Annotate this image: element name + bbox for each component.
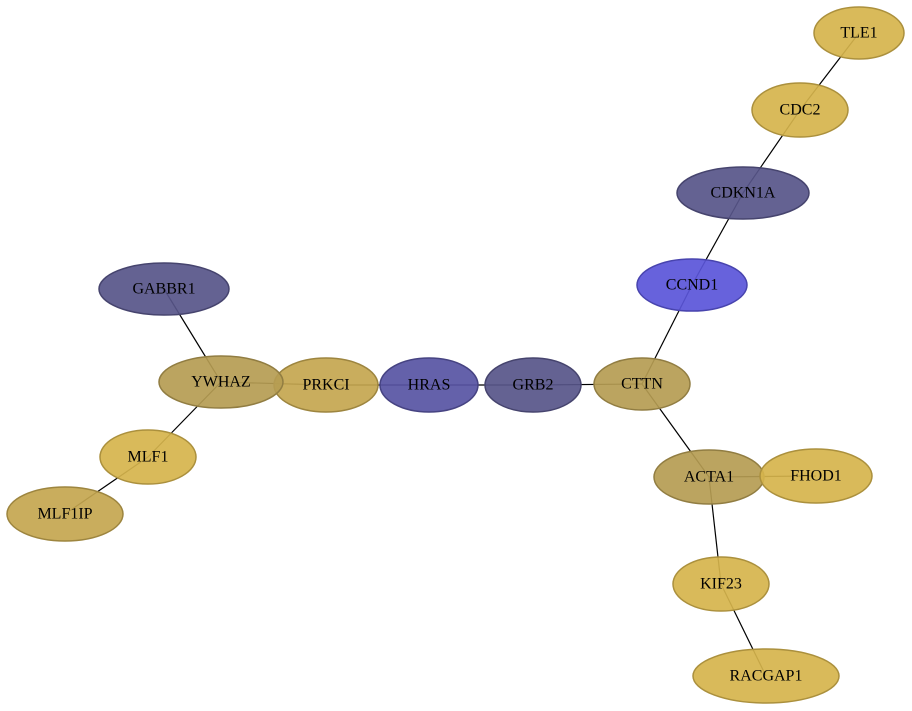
node-ellipse-kif23[interactable] [672,556,770,612]
node-grb2[interactable]: GRB2 [484,357,582,413]
node-ellipse-cdkn1a[interactable] [676,166,810,220]
node-label-cdkn1a: CDKN1A [711,185,776,202]
node-fhod1[interactable]: FHOD1 [759,448,873,504]
node-label-grb2: GRB2 [513,377,554,394]
node-ellipse-ywhaz[interactable] [158,355,284,409]
node-ellipse-gabbr1[interactable] [98,262,230,316]
node-label-prkci: PRKCI [302,377,349,394]
node-label-fhod1: FHOD1 [790,468,842,485]
node-ellipse-cttn[interactable] [593,357,691,411]
node-cttn[interactable]: CTTN [593,357,691,411]
node-cdkn1a[interactable]: CDKN1A [676,166,810,220]
node-mlf1[interactable]: MLF1 [99,429,197,485]
node-label-mlf1ip: MLF1IP [37,506,92,523]
node-ywhaz[interactable]: YWHAZ [158,355,284,409]
node-cdc2[interactable]: CDC2 [751,82,849,138]
node-kif23[interactable]: KIF23 [672,556,770,612]
node-tle1[interactable]: TLE1 [813,6,905,60]
node-prkci[interactable]: PRKCI [273,357,379,413]
node-label-cttn: CTTN [621,376,663,393]
node-ellipse-mlf1ip[interactable] [6,486,124,542]
node-ellipse-cdc2[interactable] [751,82,849,138]
node-ellipse-fhod1[interactable] [759,448,873,504]
node-ellipse-hras[interactable] [379,357,479,413]
node-label-hras: HRAS [408,377,451,394]
node-hras[interactable]: HRAS [379,357,479,413]
node-ccnd1[interactable]: CCND1 [636,258,748,312]
node-gabbr1[interactable]: GABBR1 [98,262,230,316]
node-ellipse-ccnd1[interactable] [636,258,748,312]
node-label-mlf1: MLF1 [128,449,169,466]
node-label-tle1: TLE1 [840,25,877,42]
node-label-cdc2: CDC2 [780,102,821,119]
node-ellipse-grb2[interactable] [484,357,582,413]
node-ellipse-tle1[interactable] [813,6,905,60]
node-label-racgap1: RACGAP1 [730,668,803,685]
node-label-gabbr1: GABBR1 [132,281,195,298]
node-ellipse-racgap1[interactable] [692,648,840,704]
node-acta1[interactable]: ACTA1 [653,449,765,505]
node-ellipse-mlf1[interactable] [99,429,197,485]
node-label-ccnd1: CCND1 [666,277,718,294]
node-label-ywhaz: YWHAZ [191,374,251,391]
node-label-acta1: ACTA1 [684,469,734,486]
node-mlf1ip[interactable]: MLF1IP [6,486,124,542]
node-label-kif23: KIF23 [700,576,742,593]
node-racgap1[interactable]: RACGAP1 [692,648,840,704]
